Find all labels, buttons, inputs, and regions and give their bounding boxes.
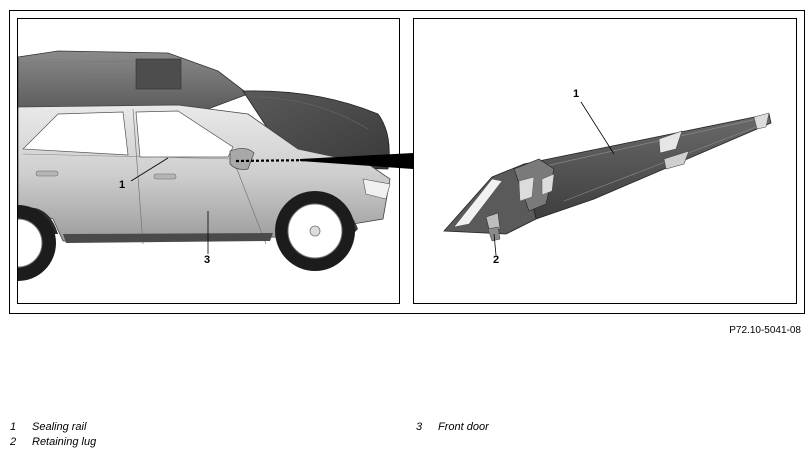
legend-text: Sealing rail — [32, 421, 87, 433]
callout-sealing-rail-left: 1 — [119, 179, 126, 191]
vehicle-view-panel — [17, 18, 400, 304]
legend-number: 2 — [10, 436, 17, 448]
figure-frame — [9, 10, 805, 314]
figure-id: P72.10-5041-08 — [729, 325, 801, 336]
sealing-rail-illustration — [443, 101, 772, 256]
callout-sealing-rail-right: 1 — [573, 88, 580, 100]
legend-text: Front door — [438, 421, 489, 433]
legend-item: 3 Front door — [416, 421, 489, 433]
callout-front-door: 3 — [204, 254, 211, 266]
legend-item: 1 Sealing rail — [10, 421, 86, 433]
callout-retaining-lug: 2 — [493, 254, 500, 266]
legend-number: 3 — [416, 421, 423, 433]
vehicle-illustration — [18, 50, 391, 281]
legend-number: 1 — [10, 421, 17, 433]
zoom-beam — [300, 153, 413, 169]
legend-item: 2 Retaining lug — [10, 436, 96, 448]
detail-view-panel — [413, 18, 797, 304]
legend-text: Retaining lug — [32, 436, 97, 448]
